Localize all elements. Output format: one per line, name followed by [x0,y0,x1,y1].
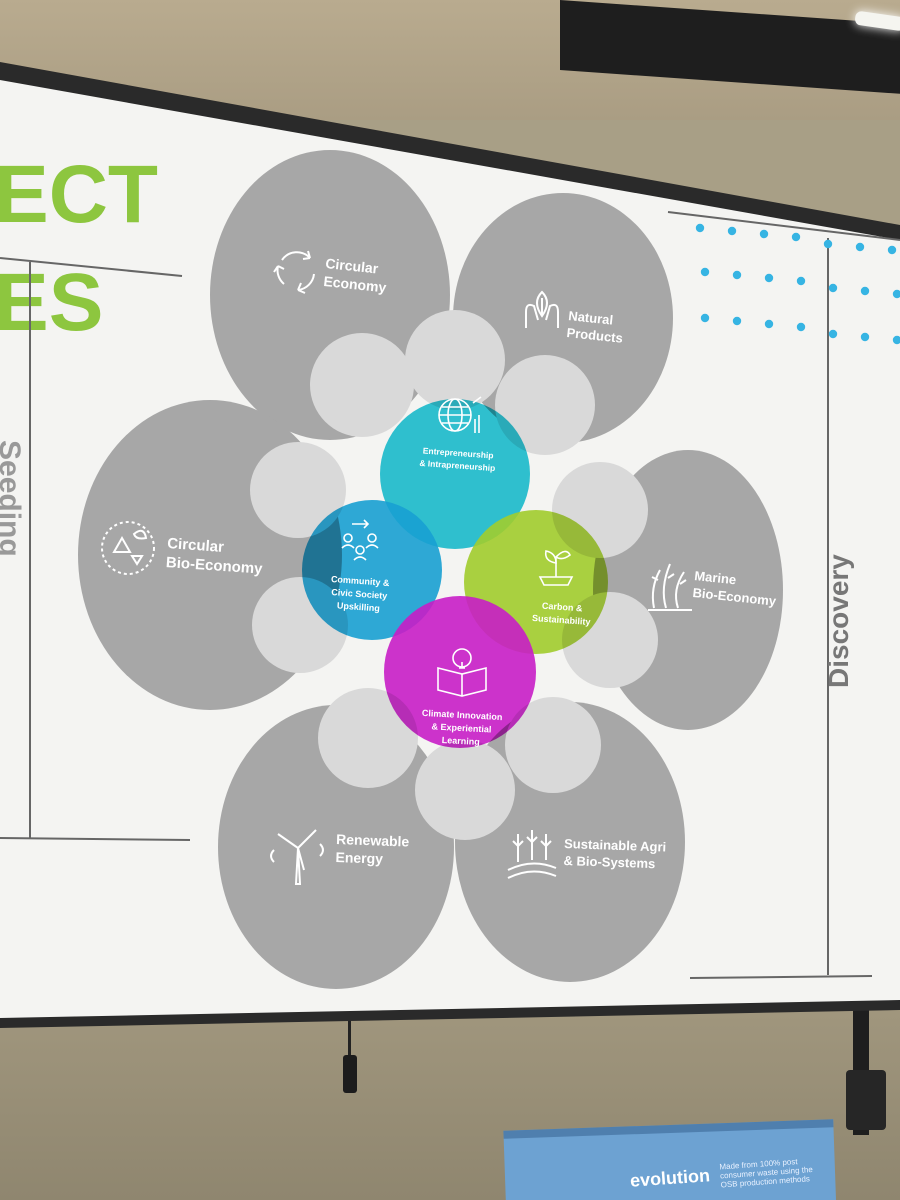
right-frame-top-line [667,211,900,241]
label-renewable: RenewableEnergy [335,831,409,868]
outer-labels: CircularEconomyNaturalProductsMarineBio-… [165,255,777,872]
decor-dot [700,313,710,323]
decor-dot [860,286,870,296]
small-circle [250,442,346,538]
inner-circle-community [302,500,442,640]
label-circular-economy: CircularEconomy [323,255,389,295]
decor-dot [892,289,900,299]
label-line: Civic Society [331,587,388,601]
small-circle [405,310,505,410]
inner-circle-entrepreneurship [380,399,530,549]
label-line: & Experiential [431,721,491,734]
left-frame-top-line [0,257,183,277]
label-circular-bio: CircularBio-Economy [165,535,265,578]
label-line: Upskilling [337,600,381,613]
label-line: Entrepreneurship [423,446,494,461]
decor-dot [759,229,769,239]
inner-labels: Entrepreneurship& IntrapreneurshipCommun… [329,446,592,748]
side-label-discovery: Discovery [823,554,854,688]
hanging-cable [348,1020,351,1062]
petal-sustainable-agri [455,702,685,982]
dot-grid [695,223,900,345]
recycle-arrows-icon [273,250,315,294]
decor-dot [695,223,705,233]
small-circle [310,333,414,437]
decor-dot [727,226,737,236]
label-line: Community & [331,574,391,588]
label-sustainable-agri: Sustainable Agri& Bio-Systems [563,836,666,872]
side-label-seeding: Seeding [0,440,26,557]
label-climate: Climate Innovation& ExperientialLearning [420,708,502,748]
screen-mount-bracket [846,1070,886,1130]
label-line: Renewable [336,831,410,850]
decor-dot [764,319,774,329]
decor-dot [796,322,806,332]
small-circle [495,355,595,455]
label-line: Circular [325,255,380,277]
decor-dot [791,232,801,242]
title-fragment-2: ES [0,257,103,348]
label-line: Energy [335,849,383,867]
right-frame-bottom-line [689,975,873,979]
small-circle [415,740,515,840]
left-frame-bottom-line [0,837,191,841]
label-carbon: Carbon &Sustainability [532,600,592,627]
label-line: Learning [442,735,480,747]
label-natural-products: NaturalProducts [566,308,625,346]
label-line: Circular [167,535,225,556]
label-line: Carbon & [542,601,584,614]
wind-turbine-icon [270,829,324,885]
label-line: Products [566,325,624,346]
title-fragment-1: ECT [0,149,158,240]
label-line: & Bio-Systems [563,853,655,871]
label-line: Climate Innovation [422,708,503,722]
decor-dot [860,332,870,342]
crops-field-icon [507,830,557,879]
small-circle [505,697,601,793]
sprout-hand-icon [538,550,574,586]
cable-plug [343,1055,357,1093]
decor-dot [892,335,900,345]
hands-leaf-icon [525,290,559,328]
people-network-icon [341,519,379,561]
decor-dot [823,239,833,249]
small-circle [318,688,418,788]
label-community: Community &Civic SocietyUpskilling [329,574,390,614]
decor-dot [855,242,865,252]
label-line: Sustainable Agri [564,836,667,855]
globe-growth-icon [438,396,482,433]
lightbulb-book-icon [437,648,487,697]
decor-dot [828,283,838,293]
label-line: Marine [694,568,737,587]
projection-screen: ECT ES Seeding Discovery [0,62,900,1028]
label-line: Sustainability [532,613,591,627]
decor-dot [887,245,897,255]
decor-dot [796,276,806,286]
seaweed-icon [648,563,692,611]
label-line: Bio-Economy [165,554,263,578]
small-circles [250,310,658,840]
decor-dot [732,316,742,326]
decor-dot [764,273,774,283]
label-line: Natural [568,308,614,328]
decor-dot [700,267,710,277]
inner-circles [302,399,608,748]
inner-circle-climate [384,596,536,748]
decor-dot [732,270,742,280]
label-line: Economy [323,273,388,296]
decor-dot [828,329,838,339]
bio-cycle-icon [101,521,155,575]
